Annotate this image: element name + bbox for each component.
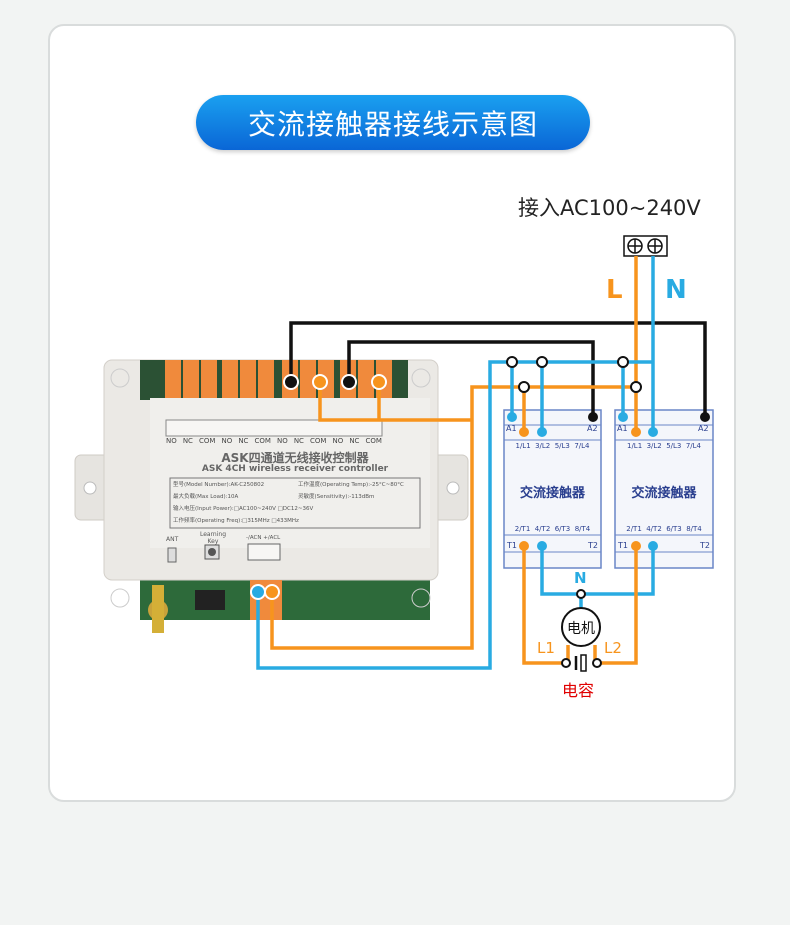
- power-terminal-label: -/ACN +/ACL: [246, 535, 281, 541]
- motor-l2-label: L2: [604, 639, 622, 657]
- control-wire-2: [289, 321, 707, 418]
- motor: [561, 607, 601, 647]
- motor-label: 电机: [567, 621, 595, 637]
- power-input-terminal: [623, 235, 668, 257]
- relay-label: NC: [349, 437, 360, 445]
- control-wire-1: [347, 340, 595, 418]
- capacitor-icon: [574, 654, 587, 672]
- learning-key-button: Learning Key: [199, 531, 227, 545]
- relay-label: NO: [332, 437, 344, 445]
- spec-freq: 工作频率(Operating Freq):□315MHz □433MHz: [173, 518, 299, 524]
- controller-name-cn: ASK四通道无线接收控制器: [221, 451, 369, 465]
- contactor-1-a2: A2: [587, 424, 598, 433]
- page-title: 交流接触器接线示意图: [196, 95, 590, 150]
- contactor-2-top-labels: 1/L1 3/L2 5/L3 7/L4: [626, 442, 701, 450]
- relay-label: NC: [182, 437, 193, 445]
- relay-label: COM: [199, 437, 216, 445]
- spec-power: 输入电压(Input Power):□AC100~240V □DC12~36V: [173, 506, 314, 512]
- contactor-2-t1: T1: [618, 541, 628, 550]
- power-input-label: 接入AC100~240V: [518, 196, 701, 220]
- relay-label: COM: [365, 437, 382, 445]
- relay-label: NC: [238, 437, 249, 445]
- contactor-2-bottom-labels: 2/T1 4/T2 6/T3 8/T4: [626, 525, 702, 533]
- relay-label: NO: [166, 437, 177, 445]
- spec-temp: 工作温度(Operating Temp):-25°C~80°C: [298, 482, 404, 488]
- relay-label: NO: [221, 437, 233, 445]
- motor-l1-label: L1: [537, 639, 555, 657]
- contactor-1-t2: T2: [588, 541, 598, 550]
- line-label: L: [606, 275, 623, 305]
- neutral-label: N: [665, 275, 687, 305]
- controller-name-en: ASK 4CH wireless receiver controller: [201, 464, 389, 474]
- contactor-1-bottom-labels: 2/T1 4/T2 6/T3 8/T4: [514, 525, 591, 533]
- contactor-2-t2: T2: [700, 541, 710, 550]
- receiver-controller: [74, 359, 469, 633]
- spec-list: 型号(Model Number):AK-C250802 工作温度(Operati…: [173, 480, 419, 526]
- relay-label: COM: [310, 437, 327, 445]
- contactor-1-a1: A1: [506, 424, 517, 433]
- spec-sensitivity: 灵敏度(Sensitivity):-113dBm: [298, 494, 375, 500]
- contactor-2-a2: A2: [698, 424, 709, 433]
- contactor-1-t1: T1: [507, 541, 517, 550]
- contactor-2-name: 交流接触器: [631, 486, 697, 501]
- spec-load: 最大负载(Max Load):10A: [173, 494, 239, 500]
- contactor-1: [503, 409, 602, 569]
- live-wire-relay: [270, 382, 636, 650]
- relay-label: NC: [293, 437, 304, 445]
- contactor-1-name: 交流接触器: [519, 486, 585, 501]
- motor-n-label: N: [574, 569, 587, 587]
- contactor-1-top-labels: 1/L1 3/L2 5/L3 7/L4: [515, 442, 590, 450]
- contactor-2-a1: A1: [617, 424, 628, 433]
- relay-label: NO: [277, 437, 288, 445]
- capacitor-label: 电容: [562, 681, 595, 700]
- ant-label: ANT: [166, 536, 179, 543]
- relay-label: COM: [254, 437, 271, 445]
- relay-terminal-labels: NO NC COM NO NC COM NO NC COM NO NC COM: [166, 437, 382, 445]
- contactor-2: [614, 409, 714, 569]
- spec-model: 型号(Model Number):AK-C250802: [173, 482, 265, 488]
- neutral-wire: [256, 360, 653, 670]
